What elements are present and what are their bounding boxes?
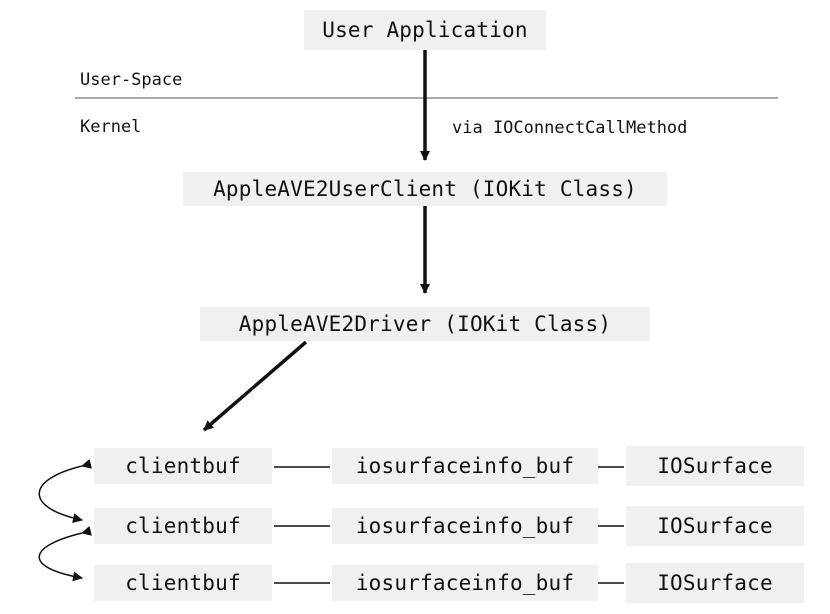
arrow-driver-to-clientbuf	[202, 340, 308, 432]
iosurfaceinfo-buf-node: iosurfaceinfo_buf	[332, 448, 598, 484]
clientbuf-node: clientbuf	[94, 448, 272, 484]
iosurface-node: IOSurface	[626, 563, 804, 603]
clientbuf-node: clientbuf	[94, 508, 272, 544]
iosurface-node: IOSurface	[626, 506, 804, 546]
user-space-label: User-Space	[80, 70, 183, 90]
iosurface-node: IOSurface	[626, 446, 804, 486]
curved-arrow-row1-row2	[38, 458, 92, 524]
user-application-node: User Application	[304, 10, 546, 50]
user-client-node: AppleAVE2UserClient (IOKit Class)	[183, 172, 667, 206]
iosurfaceinfo-buf-node: iosurfaceinfo_buf	[332, 508, 598, 544]
driver-node: AppleAVE2Driver (IOKit Class)	[200, 307, 650, 341]
curved-arrow-row2-row3	[38, 525, 92, 582]
iosurfaceinfo-buf-node: iosurfaceinfo_buf	[332, 565, 598, 601]
clientbuf-node: clientbuf	[94, 565, 272, 601]
kernel-label: Kernel	[80, 117, 142, 137]
call-method-label: via IOConnectCallMethod	[452, 118, 688, 138]
